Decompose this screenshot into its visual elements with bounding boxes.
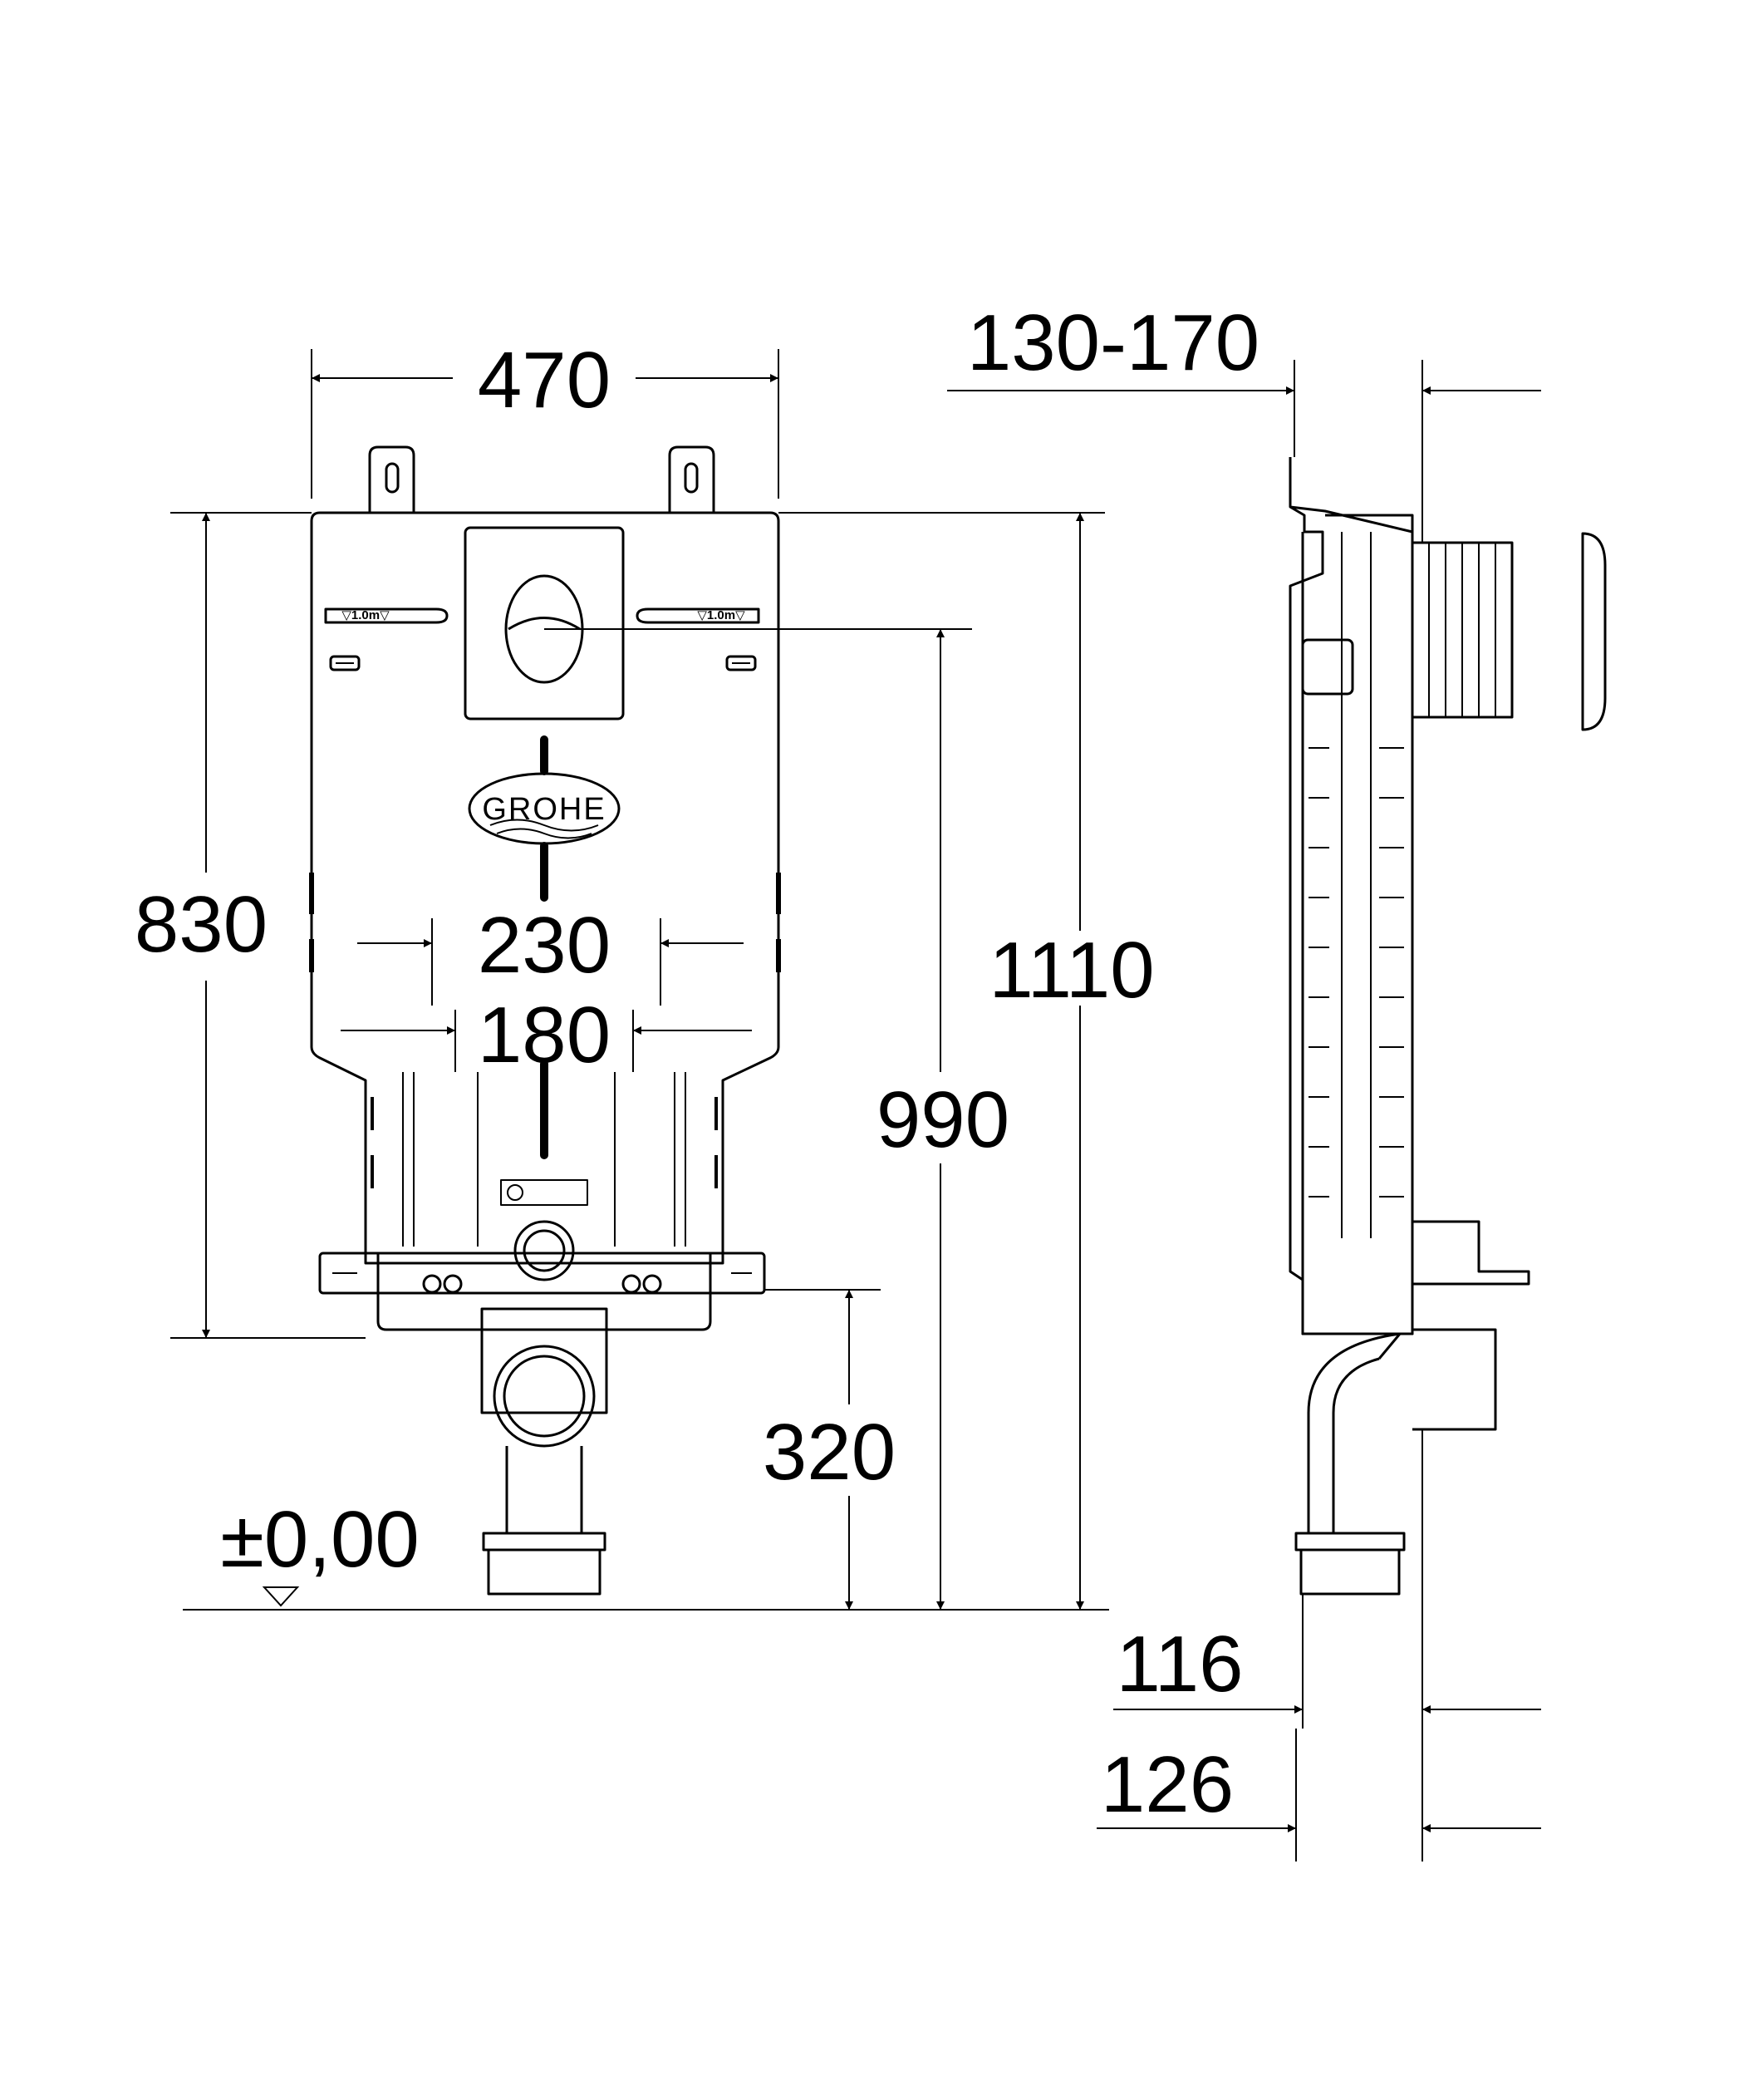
frame-outline (310, 511, 780, 1265)
side-drain-bend (1307, 1332, 1402, 1533)
depth-max-label: 126 (1101, 1740, 1234, 1829)
bolt-spacing-outer-label: 230 (478, 901, 611, 990)
side-flush-plate (1581, 532, 1607, 731)
front-view (309, 445, 781, 1596)
drain-elbow (480, 1307, 608, 1414)
warning-label (500, 1179, 588, 1206)
dimension-labels: 470 830 1110 990 230 180 320 ±0,00 130-1… (135, 298, 1259, 1829)
side-frame (1301, 514, 1414, 1335)
supply-connection (513, 1220, 575, 1281)
total-height-label: 1110 (989, 926, 1154, 1015)
flush-plate (464, 526, 625, 720)
depth-range-label: 130-170 (967, 298, 1259, 387)
level-mark-right (636, 607, 760, 671)
level-mark-right-text: ▽1.0m▽ (697, 608, 745, 622)
actuation-height-label: 990 (876, 1075, 1009, 1164)
dimension-lines (170, 349, 1541, 1861)
side-view (1289, 457, 1607, 1596)
floor-level-label: ±0,00 (220, 1495, 420, 1584)
frame-height-label: 830 (135, 880, 268, 969)
mounting-bracket-left (368, 445, 415, 513)
level-mark-left (324, 607, 449, 671)
drain-height-label: 320 (763, 1408, 896, 1497)
depth-min-label: 116 (1116, 1620, 1243, 1709)
mounting-bracket-right (668, 445, 715, 513)
brand-logo-text: GROHE (482, 792, 606, 827)
bolt-spacing-inner-label: 180 (478, 991, 611, 1080)
level-mark-left-text: ▽1.0m▽ (341, 608, 390, 622)
mounting-rail (318, 1252, 766, 1295)
width-label: 470 (478, 336, 611, 425)
